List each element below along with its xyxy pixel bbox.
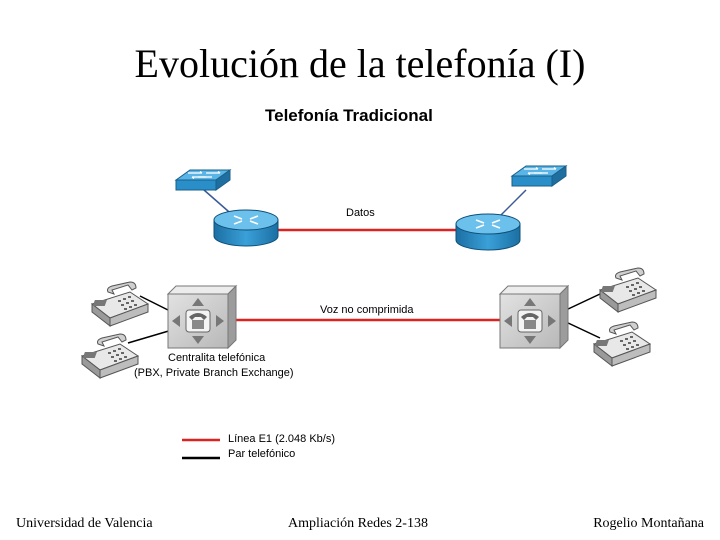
switch-icon xyxy=(511,165,567,187)
footer-center: Ampliación Redes 2-138 xyxy=(288,516,428,531)
telephone-icon xyxy=(599,267,657,313)
e1-links xyxy=(236,228,500,322)
footer-left: Universidad de Valencia xyxy=(16,516,153,531)
legend-label-pair: Par telefónico xyxy=(228,448,296,460)
phone-pair-link xyxy=(565,293,601,311)
slide-title: Evolución de la telefonía (I) xyxy=(134,41,586,86)
telephone-icon xyxy=(593,321,651,367)
pbx-label-line1: Centralita telefónica xyxy=(168,352,266,364)
pbx-icon xyxy=(167,285,237,349)
pbx-icon xyxy=(499,285,569,349)
switch-router-link xyxy=(497,189,527,219)
router-icon xyxy=(455,213,521,251)
footer-right: Rogelio Montañana xyxy=(593,516,704,531)
phone-pair-links xyxy=(127,293,601,344)
diagram-subtitle: Telefonía Tradicional xyxy=(265,106,433,125)
phone-pair-link xyxy=(565,321,601,339)
legend-label-e1: Línea E1 (2.048 Kb/s) xyxy=(228,433,336,445)
phone-pair-link xyxy=(139,295,173,313)
telephone-icon xyxy=(91,281,149,327)
phone-pair-link xyxy=(127,329,173,344)
telephone-icon xyxy=(81,333,139,379)
label-datos: Datos xyxy=(346,207,375,219)
pbx-label-line2: (PBX, Private Branch Exchange) xyxy=(134,367,294,379)
label-voz: Voz no comprimida xyxy=(320,304,414,316)
router-icon xyxy=(213,209,279,247)
switch-icon xyxy=(175,169,231,191)
